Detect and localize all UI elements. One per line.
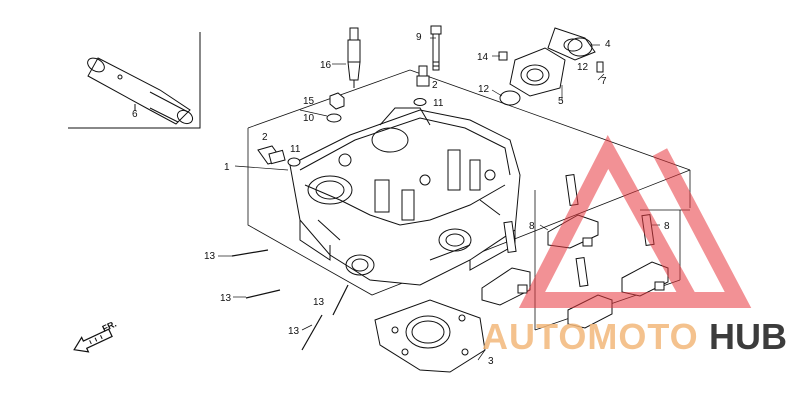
head-gasket — [374, 299, 486, 373]
callout-11b: 11 — [290, 144, 301, 155]
callout-8b: 8 — [664, 221, 670, 232]
stud-bolt-9 — [430, 25, 442, 71]
watermark-brand-part2: HUB — [709, 316, 787, 357]
front-arrow-icon — [73, 328, 113, 353]
callout-5: 5 — [558, 96, 564, 107]
callout-1: 1 — [224, 162, 230, 173]
callout-2a: 2 — [432, 80, 438, 91]
intake-manifold — [498, 27, 604, 106]
callout-7: 7 — [601, 76, 607, 87]
socket-tool-drawing — [87, 57, 194, 125]
callout-13d: 13 — [288, 326, 300, 337]
callout-15: 15 — [303, 96, 315, 107]
front-direction-indicator: FR. — [73, 319, 118, 353]
callout-9: 9 — [416, 32, 422, 43]
callout-4: 4 — [605, 39, 611, 50]
callout-13a: 13 — [204, 251, 216, 262]
callout-14: 14 — [477, 52, 489, 63]
watermark-brand-part1: AUTOMOTO — [482, 316, 699, 357]
callout-12b: 12 — [577, 62, 589, 73]
callout-16: 16 — [320, 60, 332, 71]
fitting-2-left — [257, 145, 286, 165]
callout-11a: 11 — [433, 98, 444, 109]
cylinder-head — [289, 107, 521, 286]
spark-plug — [347, 27, 361, 88]
callout-13c: 13 — [313, 297, 325, 308]
callout-6: 6 — [132, 109, 138, 120]
tool-inset — [68, 32, 201, 129]
studs-13 — [231, 249, 349, 351]
callout-2b: 2 — [262, 132, 268, 143]
callout-12a: 12 — [478, 84, 490, 95]
watermark: AUTOMOTO HUB — [482, 135, 787, 357]
callout-numbers: 1 2 2 3 4 5 6 7 8 8 9 10 11 11 12 12 13 … — [132, 32, 670, 367]
callout-8a: 8 — [529, 221, 535, 232]
watermark-triangle-icon — [518, 135, 752, 308]
small-hardware — [287, 92, 427, 167]
callout-3: 3 — [488, 356, 494, 367]
callout-13b: 13 — [220, 293, 232, 304]
front-label: FR. — [101, 319, 118, 334]
fitting-2-top — [416, 65, 430, 87]
callout-10: 10 — [303, 113, 315, 124]
